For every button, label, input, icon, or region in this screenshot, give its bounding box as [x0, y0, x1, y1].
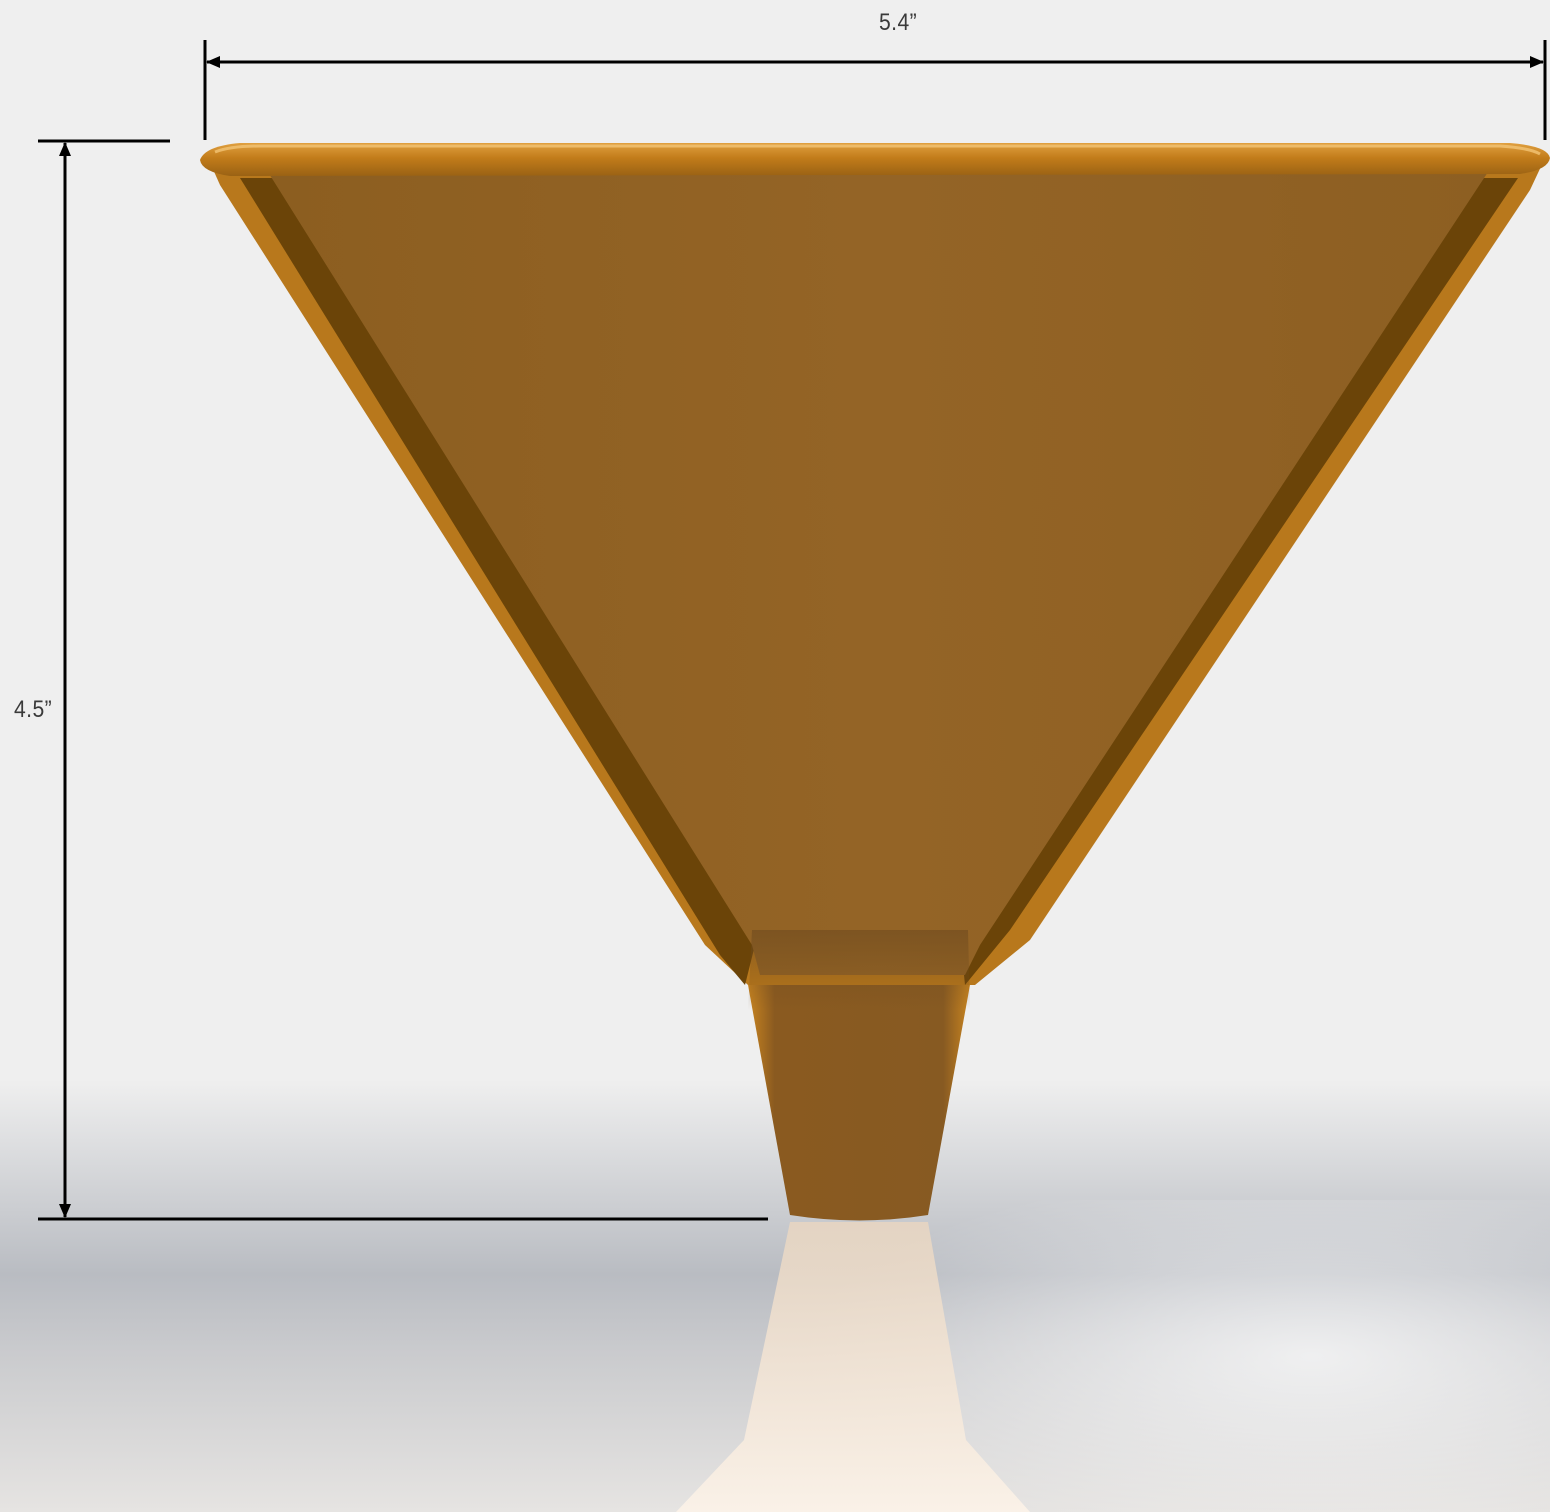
funnel-edge-right: [962, 178, 1518, 985]
rim-highlight: [214, 144, 1541, 156]
width-dimension-label: 5.4”: [879, 9, 918, 36]
funnel-rim: [200, 143, 1550, 176]
spout-reflection: [676, 1222, 1030, 1512]
funnel-edge-left: [240, 178, 755, 985]
height-dimension-label: 4.5”: [14, 696, 53, 723]
funnel-body: [268, 172, 1488, 975]
funnel-spout: [748, 985, 970, 1221]
spout-neck-shadow: [748, 930, 970, 1010]
